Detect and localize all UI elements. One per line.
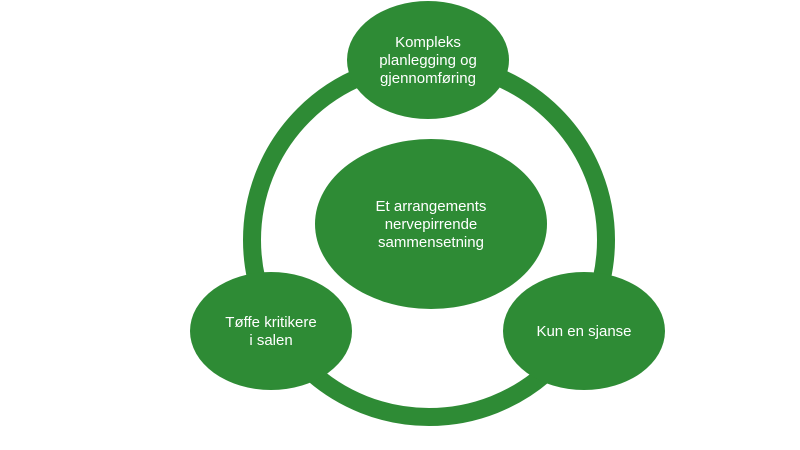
node-right-shape	[503, 272, 665, 390]
center-node-label-line: Et arrangements	[376, 198, 487, 215]
node-right-label-line: Kun en sjanse	[536, 323, 631, 340]
node-top-label-line: gjennomføring	[380, 70, 476, 87]
center-node-label-line: sammensetning	[378, 234, 484, 251]
center-node: Et arrangementsnervepirrendesammensetnin…	[315, 139, 547, 309]
node-top-shape	[347, 1, 509, 119]
node-left-shape	[190, 272, 352, 390]
node-top-label-line: planlegging og	[379, 52, 477, 69]
node-top-label-line: Kompleks	[395, 34, 461, 51]
node-left-label-line: Tøffe kritikere	[225, 314, 316, 331]
center-node-label-line: nervepirrende	[385, 216, 478, 233]
node-left-label-line: i salen	[249, 332, 292, 349]
node-right: Kun en sjanse	[503, 272, 665, 390]
center-node-shape	[315, 139, 547, 309]
